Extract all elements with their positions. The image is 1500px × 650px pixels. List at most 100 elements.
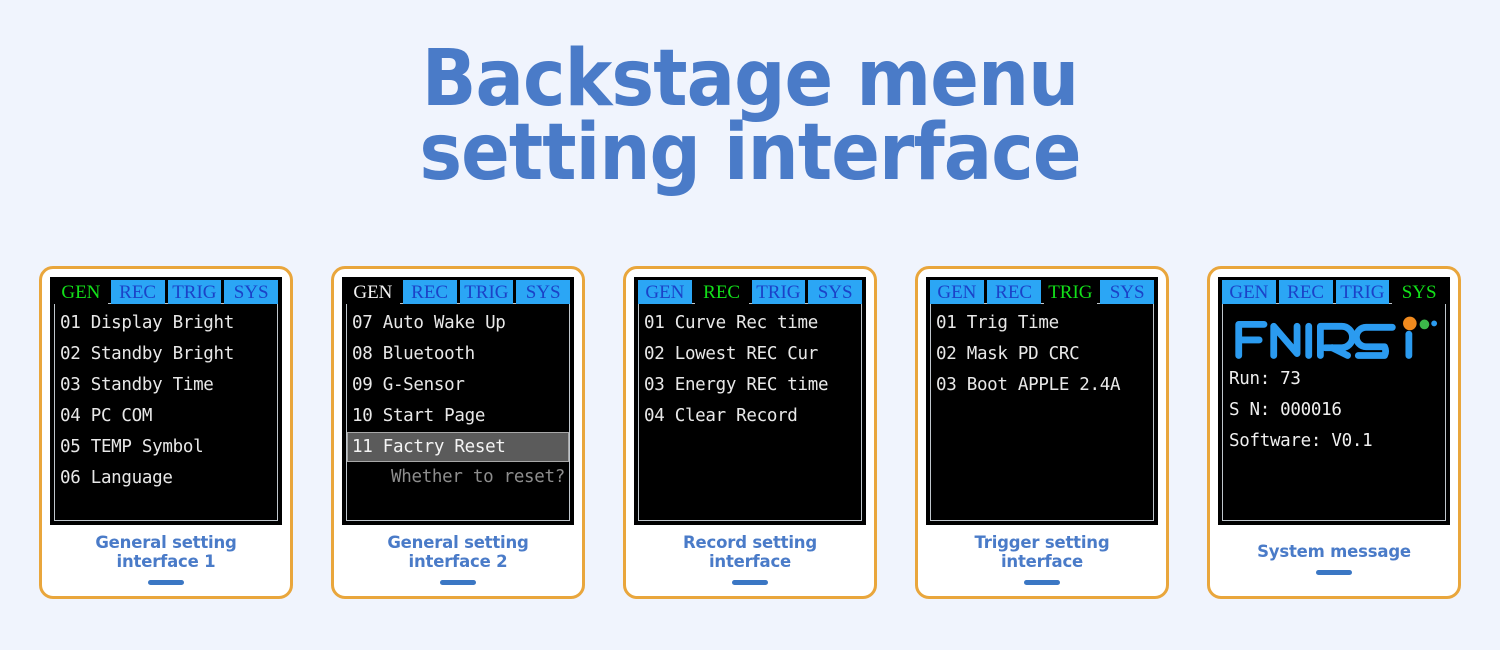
caption-line-2: interface 2: [408, 551, 508, 571]
tab-bar-record: GEN REC TRIG SYS: [635, 278, 865, 304]
menu-item[interactable]: 01 Display Bright: [60, 313, 235, 333]
tab-trig[interactable]: TRIG: [459, 280, 514, 304]
device-screen-trigger: GEN REC TRIG SYS 01 Trig Time 02 Mask PD…: [926, 277, 1158, 525]
menu-list-record: 01 Curve Rec time 02 Lowest REC Cur 03 E…: [635, 304, 865, 524]
logo-dot-green: [1419, 319, 1430, 330]
tab-rec[interactable]: REC: [402, 280, 457, 304]
menu-item[interactable]: 02 Mask PD CRC: [936, 344, 1080, 364]
tab-trig[interactable]: TRIG: [1043, 280, 1098, 304]
device-card-system: GEN REC TRIG SYS: [1207, 266, 1461, 599]
tab-gen[interactable]: GEN: [346, 280, 400, 304]
menu-item[interactable]: 02 Standby Bright: [60, 344, 235, 364]
card-caption-system: System message: [1218, 525, 1450, 596]
screen-inner-border: [346, 303, 570, 521]
system-info-body: Run: 73 S N: 000016 Software: V0.1: [1219, 304, 1449, 524]
screen-inner-border: [1222, 303, 1446, 521]
page-title-line-2: setting interface: [419, 108, 1081, 199]
tab-bar-general-2: GEN REC TRIG SYS: [343, 278, 573, 304]
menu-item[interactable]: 09 G-Sensor: [352, 375, 465, 395]
tab-bar-system: GEN REC TRIG SYS: [1219, 278, 1449, 304]
tab-trig[interactable]: TRIG: [1335, 280, 1390, 304]
tab-gen[interactable]: GEN: [54, 280, 108, 304]
info-software-version: Software: V0.1: [1229, 431, 1373, 451]
tab-bar-general-1: GEN REC TRIG SYS: [51, 278, 281, 304]
tab-sys[interactable]: SYS: [516, 280, 570, 304]
menu-item[interactable]: 03 Standby Time: [60, 375, 214, 395]
menu-item[interactable]: 04 PC COM: [60, 406, 153, 426]
tab-trig[interactable]: TRIG: [167, 280, 222, 304]
tab-sys[interactable]: SYS: [808, 280, 862, 304]
tab-sys[interactable]: SYS: [1100, 280, 1154, 304]
device-screen-general-1: GEN REC TRIG SYS 01 Display Bright 02 St…: [50, 277, 282, 525]
tab-gen[interactable]: GEN: [1222, 280, 1276, 304]
caption-underline-bar: [440, 579, 476, 585]
card-caption-general-1: General setting interface 1: [50, 525, 282, 596]
menu-item-selected[interactable]: 11 Factry Reset: [347, 432, 569, 462]
screen-inner-border: [930, 303, 1154, 521]
caption-text: Record setting interface: [683, 533, 817, 571]
info-serial-number: S N: 000016: [1229, 400, 1342, 420]
tab-rec[interactable]: REC: [1278, 280, 1333, 304]
tab-gen[interactable]: GEN: [930, 280, 984, 304]
caption-underline-bar: [1024, 579, 1060, 585]
caption-text: System message: [1257, 542, 1411, 561]
logo-dot-orange: [1403, 316, 1417, 331]
tab-sys[interactable]: SYS: [224, 280, 278, 304]
tab-trig[interactable]: TRIG: [751, 280, 806, 304]
caption-text: Trigger setting interface: [975, 533, 1110, 571]
menu-list-general-1: 01 Display Bright 02 Standby Bright 03 S…: [51, 304, 281, 524]
device-screen-record: GEN REC TRIG SYS 01 Curve Rec time 02 Lo…: [634, 277, 866, 525]
menu-item[interactable]: 08 Bluetooth: [352, 344, 475, 364]
menu-item[interactable]: 04 Clear Record: [644, 406, 798, 426]
screen-inner-border: [638, 303, 862, 521]
confirm-prompt: Whether to reset?: [390, 467, 565, 487]
menu-item[interactable]: 02 Lowest REC Cur: [644, 344, 819, 364]
screen-inner-border: [54, 303, 278, 521]
menu-item[interactable]: 07 Auto Wake Up: [352, 313, 506, 333]
device-card-record: GEN REC TRIG SYS 01 Curve Rec time 02 Lo…: [623, 266, 877, 599]
caption-line-2: interface 1: [116, 551, 216, 571]
caption-line-1: Record setting: [683, 532, 817, 552]
tab-bar-trigger: GEN REC TRIG SYS: [927, 278, 1157, 304]
caption-line-1: System message: [1257, 542, 1411, 561]
caption-underline-bar: [1316, 570, 1352, 575]
caption-line-2: interface: [1000, 551, 1084, 571]
device-card-general-2: GEN REC TRIG SYS 07 Auto Wake Up 08 Blue…: [331, 266, 585, 599]
fnirsi-logo-icon: [1235, 316, 1438, 359]
device-card-trigger: GEN REC TRIG SYS 01 Trig Time 02 Mask PD…: [915, 266, 1169, 599]
caption-line-1: General setting: [95, 532, 237, 552]
menu-item[interactable]: 10 Start Page: [352, 406, 486, 426]
caption-underline-bar: [148, 579, 184, 585]
tab-rec[interactable]: REC: [694, 280, 749, 304]
menu-item[interactable]: 01 Curve Rec time: [644, 313, 819, 333]
menu-item[interactable]: 06 Language: [60, 468, 173, 488]
menu-item[interactable]: 03 Energy REC time: [644, 375, 829, 395]
device-screen-system: GEN REC TRIG SYS: [1218, 277, 1450, 525]
tab-rec[interactable]: REC: [986, 280, 1041, 304]
logo-dot-blue: [1431, 320, 1438, 327]
menu-list-trigger: 01 Trig Time 02 Mask PD CRC 03 Boot APPL…: [927, 304, 1157, 524]
menu-item[interactable]: 05 TEMP Symbol: [60, 437, 204, 457]
caption-text: General setting interface 2: [387, 532, 529, 571]
page-title-line-1: Backstage menu: [421, 34, 1079, 124]
tab-sys[interactable]: SYS: [1392, 280, 1446, 304]
info-run: Run: 73: [1229, 369, 1301, 389]
tab-rec[interactable]: REC: [110, 280, 165, 304]
page-title: Backstage menu setting interface: [60, 34, 1440, 199]
panel-gallery: GEN REC TRIG SYS 01 Display Bright 02 St…: [0, 266, 1500, 599]
menu-item[interactable]: 01 Trig Time: [936, 313, 1059, 333]
caption-text: General setting interface 1: [95, 532, 237, 571]
card-caption-record: Record setting interface: [634, 525, 866, 596]
caption-line-1: Trigger setting: [974, 532, 1110, 552]
tab-gen[interactable]: GEN: [638, 280, 692, 304]
fnirsi-logo: [1229, 312, 1439, 364]
device-card-general-1: GEN REC TRIG SYS 01 Display Bright 02 St…: [39, 266, 293, 599]
caption-line-1: General setting: [387, 532, 529, 552]
menu-item[interactable]: 03 Boot APPLE 2.4A: [936, 375, 1121, 395]
card-caption-general-2: General setting interface 2: [342, 525, 574, 596]
device-screen-general-2: GEN REC TRIG SYS 07 Auto Wake Up 08 Blue…: [342, 277, 574, 525]
caption-line-2: interface: [708, 551, 792, 571]
menu-list-general-2: 07 Auto Wake Up 08 Bluetooth 09 G-Sensor…: [343, 304, 573, 524]
card-caption-trigger: Trigger setting interface: [926, 525, 1158, 596]
